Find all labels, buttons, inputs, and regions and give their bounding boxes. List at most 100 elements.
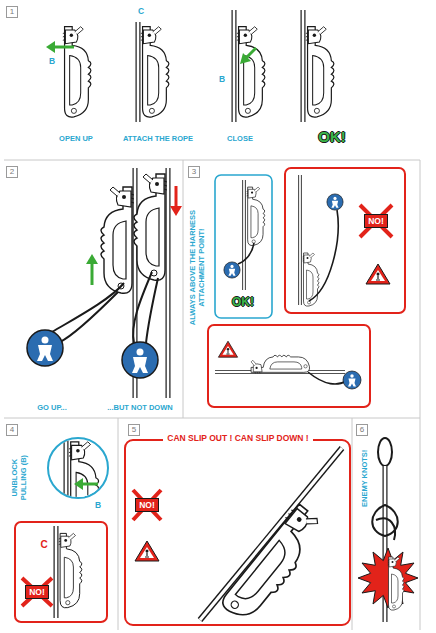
panel-3-figure bbox=[303, 253, 320, 306]
step-number-box: 6 bbox=[356, 424, 368, 436]
panel-4-figure bbox=[82, 483, 98, 486]
vertical-note: ALWAYS ABOVE THE HARNESS ATTACHMENT POIN… bbox=[189, 198, 206, 338]
step-number: 5 bbox=[129, 425, 139, 435]
warning-word: NO! bbox=[139, 500, 155, 510]
panel-4-figure bbox=[59, 533, 82, 607]
panel-1-figure bbox=[137, 22, 140, 122]
step-number-box: 3 bbox=[188, 166, 200, 178]
panel-2-figure bbox=[175, 186, 178, 208]
panel-1-figure bbox=[46, 41, 55, 53]
panel-4-figure bbox=[15, 430, 108, 622]
panel-4-figure bbox=[55, 526, 58, 618]
step-caption: ...BUT NOT DOWN bbox=[107, 404, 172, 413]
panel-1-figure bbox=[46, 10, 334, 122]
step-caption: GO UP... bbox=[37, 404, 66, 413]
panel-6-figure bbox=[358, 438, 418, 622]
panel-1-figure bbox=[141, 27, 169, 117]
panel-3-figure bbox=[224, 262, 240, 278]
panel-3-figure bbox=[308, 372, 346, 384]
panel-1-figure bbox=[237, 27, 265, 117]
warning-badge: NO! bbox=[25, 585, 49, 599]
panel-3-figure bbox=[238, 243, 254, 264]
panel-1-figure bbox=[240, 53, 251, 64]
panel-5-figure bbox=[200, 448, 342, 620]
panel-2-figure bbox=[101, 187, 134, 293]
panel-3-figure bbox=[208, 168, 405, 407]
panel-6-figure bbox=[358, 548, 418, 608]
panel-1-figure bbox=[302, 10, 305, 122]
step-number-box: 5 bbox=[128, 424, 140, 436]
panel-2-figure bbox=[27, 330, 63, 366]
panel-divider bbox=[4, 418, 420, 419]
step-number: 6 bbox=[357, 425, 367, 435]
panel-divider bbox=[118, 418, 119, 630]
panel-3-figure bbox=[251, 355, 309, 373]
panel-1-figure bbox=[232, 10, 237, 122]
magnified-clamp bbox=[64, 430, 69, 505]
panel-divider bbox=[420, 160, 421, 630]
panel-4-figure bbox=[54, 526, 59, 618]
panel-3-figure bbox=[343, 371, 361, 389]
step-number: 3 bbox=[189, 167, 199, 177]
panel-1-figure bbox=[233, 10, 236, 122]
panel-3-figure bbox=[298, 175, 302, 305]
panel-6-figure bbox=[376, 518, 395, 540]
panel-5-figure bbox=[133, 490, 161, 520]
ok-mark: OK! bbox=[318, 128, 346, 145]
panel-divider bbox=[4, 160, 420, 161]
panel-6-figure bbox=[388, 557, 405, 610]
panel-2-figure bbox=[133, 272, 152, 343]
panel-2-figure bbox=[146, 278, 158, 343]
step-number-box: 4 bbox=[6, 424, 18, 436]
step-caption: OPEN UP bbox=[59, 135, 93, 144]
panel-1-figure bbox=[301, 10, 306, 122]
panel-4-figure bbox=[74, 478, 83, 490]
step-number: 4 bbox=[7, 425, 17, 435]
ok-mark: OK! bbox=[232, 296, 254, 310]
panel-4-figure bbox=[15, 522, 107, 622]
step-caption: ATTACH THE ROPE bbox=[123, 135, 193, 144]
step-number: 1 bbox=[7, 7, 17, 17]
panel-5-figure bbox=[135, 541, 159, 561]
warning-word: NO! bbox=[29, 587, 45, 597]
step-number-box: 1 bbox=[6, 6, 18, 18]
panel-2-figure bbox=[134, 174, 167, 280]
panel-3-figure bbox=[242, 180, 246, 290]
part-letter: B bbox=[95, 501, 101, 511]
panel-2-figure bbox=[27, 168, 182, 398]
panel-6-figure bbox=[378, 438, 392, 466]
panel-1-figure bbox=[63, 27, 91, 117]
panel-2-figure bbox=[170, 206, 182, 216]
step-number-box: 2 bbox=[6, 166, 18, 178]
panel-1-figure bbox=[54, 46, 74, 49]
panel-3-figure bbox=[208, 325, 370, 407]
panel-1-figure bbox=[246, 48, 256, 58]
panel-3-figure bbox=[243, 180, 245, 290]
part-letter: C bbox=[40, 539, 47, 551]
panel-3-figure bbox=[327, 194, 343, 210]
panel-3-figure bbox=[218, 341, 237, 357]
panel-3-figure bbox=[285, 168, 405, 313]
panel-3-figure bbox=[366, 264, 390, 284]
panel-2-figure bbox=[60, 292, 118, 342]
panel-5-figure bbox=[125, 440, 350, 627]
magnified-clamp bbox=[65, 430, 68, 505]
panel-3-figure bbox=[360, 205, 392, 237]
panel-2-figure bbox=[52, 283, 124, 332]
panel-2-figure bbox=[122, 342, 158, 378]
warning-badge: NO! bbox=[364, 214, 388, 228]
panel-2-figure bbox=[166, 168, 171, 398]
part-letter: B bbox=[219, 75, 225, 85]
vertical-note: ENEMY KNOTS! bbox=[362, 449, 371, 506]
panel-5-figure bbox=[217, 503, 328, 627]
step-caption: CLOSE bbox=[227, 135, 253, 144]
panel-1-figure bbox=[306, 27, 334, 117]
panel-2-figure bbox=[91, 262, 94, 285]
warning-title: CAN SLIP OUT ! CAN SLIP DOWN ! bbox=[163, 434, 312, 444]
panel-2-figure bbox=[167, 168, 170, 398]
vertical-note: UNBLOCK PULLING (B) bbox=[11, 443, 28, 513]
panel-3-figure bbox=[299, 175, 301, 305]
panel-6-figure bbox=[372, 505, 398, 536]
step-number: 2 bbox=[7, 167, 17, 177]
